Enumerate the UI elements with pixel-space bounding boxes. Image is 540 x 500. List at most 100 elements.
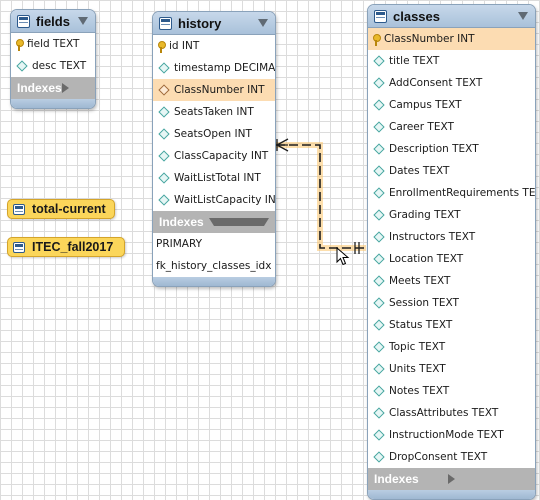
table-header[interactable]: classes bbox=[368, 5, 535, 28]
column-diamond-icon bbox=[373, 319, 385, 331]
column-row[interactable]: field TEXT bbox=[11, 33, 95, 55]
index-row[interactable]: fk_history_classes_idx bbox=[153, 255, 275, 277]
column-diamond-icon bbox=[373, 429, 385, 441]
column-label: InstructionMode TEXT bbox=[389, 429, 504, 441]
column-row[interactable]: desc TEXT bbox=[11, 55, 95, 77]
column-row[interactable]: EnrollmentRequirements TEXT bbox=[368, 182, 535, 204]
column-label: Meets TEXT bbox=[389, 275, 451, 287]
column-label: WaitListTotal INT bbox=[174, 172, 261, 184]
table-fields[interactable]: fields field TEXT desc TEXT Indexes bbox=[10, 9, 96, 109]
column-row[interactable]: Campus TEXT bbox=[368, 94, 535, 116]
many-crowfoot-icon bbox=[276, 138, 289, 152]
table-icon bbox=[17, 14, 30, 28]
column-label: SeatsTaken INT bbox=[174, 106, 254, 118]
column-row[interactable]: Topic TEXT bbox=[368, 336, 535, 358]
layer-itec-fall2017[interactable]: ITEC_fall2017 bbox=[7, 237, 125, 257]
layer-total-current[interactable]: total-current bbox=[7, 199, 115, 219]
collapse-arrow-icon[interactable] bbox=[209, 218, 269, 226]
column-row[interactable]: DropConsent TEXT bbox=[368, 446, 535, 468]
column-label: ClassAttributes TEXT bbox=[389, 407, 499, 419]
column-row[interactable]: Status TEXT bbox=[368, 314, 535, 336]
column-diamond-icon bbox=[373, 143, 385, 155]
layer-icon bbox=[13, 241, 25, 253]
column-diamond-icon bbox=[373, 275, 385, 287]
column-label: desc TEXT bbox=[32, 60, 87, 72]
column-diamond-icon bbox=[373, 187, 385, 199]
column-label: ClassCapacity INT bbox=[174, 150, 269, 162]
column-label: Dates TEXT bbox=[389, 165, 450, 177]
column-row[interactable]: AddConsent TEXT bbox=[368, 72, 535, 94]
table-name: fields bbox=[36, 13, 70, 29]
column-row[interactable]: Session TEXT bbox=[368, 292, 535, 314]
indexes-label: Indexes bbox=[17, 81, 62, 95]
column-row[interactable]: Units TEXT bbox=[368, 358, 535, 380]
column-row[interactable]: Grading TEXT bbox=[368, 204, 535, 226]
column-row[interactable]: ClassCapacity INT bbox=[153, 145, 275, 167]
index-row[interactable]: PRIMARY bbox=[153, 233, 275, 255]
indexes-header[interactable]: Indexes bbox=[153, 211, 275, 233]
layer-name: ITEC_fall2017 bbox=[32, 240, 114, 254]
column-row[interactable]: Instructors TEXT bbox=[368, 226, 535, 248]
index-label: fk_history_classes_idx bbox=[156, 260, 272, 272]
expand-arrow-icon[interactable] bbox=[447, 474, 529, 484]
column-diamond-icon bbox=[373, 253, 385, 265]
column-row[interactable]: Description TEXT bbox=[368, 138, 535, 160]
collapse-arrow-icon[interactable] bbox=[258, 19, 268, 27]
column-row[interactable]: Dates TEXT bbox=[368, 160, 535, 182]
column-label: Description TEXT bbox=[389, 143, 479, 155]
column-row-highlighted[interactable]: ClassNumber INT bbox=[368, 28, 535, 50]
indexes-header[interactable]: Indexes bbox=[11, 77, 95, 99]
column-diamond-icon bbox=[373, 407, 385, 419]
column-row[interactable]: Location TEXT bbox=[368, 248, 535, 270]
table-name: history bbox=[178, 15, 222, 31]
column-row[interactable]: InstructionMode TEXT bbox=[368, 424, 535, 446]
column-diamond-icon bbox=[373, 297, 385, 309]
table-classes[interactable]: classes ClassNumber INT title TEXT AddCo… bbox=[367, 4, 536, 500]
primary-key-icon bbox=[157, 40, 166, 53]
collapse-arrow-icon[interactable] bbox=[78, 17, 88, 25]
column-row[interactable]: Career TEXT bbox=[368, 116, 535, 138]
table-footer bbox=[368, 490, 535, 499]
expand-arrow-icon[interactable] bbox=[61, 83, 88, 93]
column-row[interactable]: timestamp DECIMAL bbox=[153, 57, 275, 79]
column-label: Notes TEXT bbox=[389, 385, 450, 397]
table-history[interactable]: history id INT timestamp DECIMAL ClassNu… bbox=[152, 11, 276, 287]
collapse-arrow-icon[interactable] bbox=[518, 12, 528, 20]
column-diamond-icon bbox=[158, 62, 170, 74]
column-diamond-icon bbox=[158, 172, 170, 184]
column-row-highlighted[interactable]: ClassNumber INT bbox=[153, 79, 275, 101]
indexes-header[interactable]: Indexes bbox=[368, 468, 535, 490]
column-diamond-icon bbox=[373, 121, 385, 133]
layer-icon bbox=[13, 203, 25, 215]
table-footer bbox=[153, 277, 275, 286]
table-header[interactable]: fields bbox=[11, 10, 95, 33]
column-diamond-icon bbox=[373, 77, 385, 89]
table-icon bbox=[374, 9, 387, 23]
column-diamond-icon bbox=[373, 209, 385, 221]
column-row[interactable]: Meets TEXT bbox=[368, 270, 535, 292]
column-label: Status TEXT bbox=[389, 319, 453, 331]
column-row[interactable]: id INT bbox=[153, 35, 275, 57]
column-label: field TEXT bbox=[27, 38, 80, 50]
table-header[interactable]: history bbox=[153, 12, 275, 35]
column-row[interactable]: WaitListTotal INT bbox=[153, 167, 275, 189]
column-row[interactable]: SeatsOpen INT bbox=[153, 123, 275, 145]
column-row[interactable]: title TEXT bbox=[368, 50, 535, 72]
column-row[interactable]: SeatsTaken INT bbox=[153, 101, 275, 123]
column-row[interactable]: WaitListCapacity INT bbox=[153, 189, 275, 211]
mouse-cursor-icon bbox=[336, 247, 350, 266]
relationship-glow bbox=[276, 142, 366, 251]
column-label: Location TEXT bbox=[389, 253, 464, 265]
column-row[interactable]: ClassAttributes TEXT bbox=[368, 402, 535, 424]
column-label: timestamp DECIMAL bbox=[174, 62, 276, 74]
table-name: classes bbox=[393, 8, 440, 24]
column-label: AddConsent TEXT bbox=[389, 77, 483, 89]
indexes-label: Indexes bbox=[159, 215, 204, 229]
column-diamond-icon bbox=[373, 341, 385, 353]
table-icon bbox=[159, 16, 172, 30]
column-diamond-icon bbox=[158, 106, 170, 118]
column-diamond-icon bbox=[158, 128, 170, 140]
column-row[interactable]: Notes TEXT bbox=[368, 380, 535, 402]
column-label: title TEXT bbox=[389, 55, 440, 67]
